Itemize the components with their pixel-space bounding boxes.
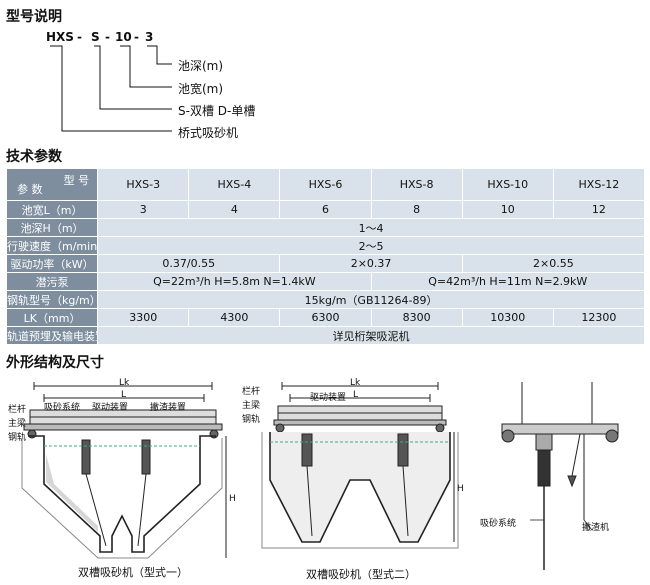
model-header: HXS-12 [552, 168, 646, 201]
cell: Q=42m³/h H=11m N=2.9kW [370, 272, 646, 291]
table-row: 池宽L（m） 3 4 6 8 10 12 [5, 200, 646, 219]
cell: 3 [97, 200, 190, 219]
diagram-one-caption: 双槽吸砂机（型式一） [78, 566, 188, 579]
railing-label: 栏杆 [242, 387, 261, 397]
table-row: 轨道预埋及输电装置 详见桁架吸泥机 [5, 326, 645, 345]
spec-header-row: 型 号 参 数 HXS-3 HXS-4 HXS-6 HXS-8 HXS-10 H… [5, 168, 646, 201]
code-part-type: S [91, 30, 100, 44]
cell: 4 [188, 200, 281, 219]
cell: 6 [279, 200, 372, 219]
rail-label: 钢轨 [8, 433, 27, 443]
cell: 1～4 [97, 218, 645, 237]
legend-machine-name: 桥式吸砂机 [178, 126, 239, 140]
row-label: LK（mm） [5, 308, 99, 327]
model-header: HXS-3 [97, 168, 190, 201]
dim-h-label: H [229, 494, 236, 504]
diagram-type-two [261, 382, 459, 549]
code-dash: - [134, 30, 139, 44]
dim-l-label: L [353, 390, 359, 400]
row-label: 驱动功率（kW） [5, 254, 99, 273]
sand-system-label: 吸砂系统 [44, 403, 81, 413]
skimmer-label: 撇渣装置 [150, 403, 187, 413]
model-header: HXS-10 [461, 168, 554, 201]
row-label: 轨道预埋及输电装置 [5, 326, 99, 345]
cell: 0.37/0.55 [97, 254, 281, 273]
code-part-depth: 3 [145, 30, 154, 44]
table-row: 钢轨型号（kg/m） 15kg/m（GB11264-89） [5, 290, 645, 309]
code-part-series: HXS [46, 30, 74, 44]
code-dash: - [105, 30, 110, 44]
dim-lk-label: Lk [119, 378, 130, 388]
model-desc-heading: 型号说明 [6, 9, 62, 25]
diagram-side-view [501, 382, 619, 570]
cell: 10 [461, 200, 554, 219]
drive-label: 驱动装置 [92, 403, 129, 413]
tech-params-heading: 技术参数 [6, 149, 62, 165]
rail-label: 钢轨 [242, 415, 261, 425]
cell: Q=22m³/h H=5.8m N=1.4kW [97, 272, 372, 291]
row-label: 潜污泵 [5, 272, 99, 291]
main-beam-label: 主梁 [8, 419, 27, 429]
code-dash: - [77, 30, 82, 44]
spec-corner-cell: 型 号 参 数 [5, 168, 99, 201]
dim-lk-label: Lk [350, 378, 361, 388]
legend-width: 池宽(m) [178, 82, 224, 96]
cell: 2×0.55 [461, 254, 646, 273]
cell: 详见桁架吸泥机 [97, 326, 645, 345]
table-row: LK（mm） 3300 4300 6300 8300 10300 12300 [5, 308, 646, 327]
cell: 10300 [461, 308, 554, 327]
cell: 12300 [552, 308, 646, 327]
skimmer-label: 撇渣机 [582, 523, 610, 533]
sand-system-label: 吸砂系统 [480, 519, 517, 529]
model-header: HXS-6 [279, 168, 372, 201]
cell: 3300 [97, 308, 190, 327]
railing-label: 栏杆 [8, 405, 27, 415]
cell: 4300 [188, 308, 281, 327]
table-row: 池深H（m） 1～4 [5, 218, 645, 237]
corner-param-label: 参 数 [17, 183, 43, 196]
code-part-width: 10 [115, 30, 132, 44]
dim-l-label: L [121, 390, 127, 400]
spec-table: 型 号 参 数 HXS-3 HXS-4 HXS-6 HXS-8 HXS-10 H… [5, 168, 646, 345]
row-label: 行驶速度（m/min） [5, 236, 99, 255]
diagram-type-one [21, 382, 227, 559]
legend-depth: 池深(m) [178, 59, 224, 73]
main-beam-label: 主梁 [242, 401, 261, 411]
model-header: HXS-4 [188, 168, 281, 201]
diagram-two-caption: 双槽吸砂机（型式二） [306, 568, 416, 581]
cell: 15kg/m（GB11264-89） [97, 290, 645, 309]
table-row: 驱动功率（kW） 0.37/0.55 2×0.37 2×0.55 [5, 254, 646, 273]
cell: 12 [552, 200, 646, 219]
cell: 6300 [279, 308, 372, 327]
cell: 2～5 [97, 236, 645, 255]
drive-label: 驱动装置 [310, 393, 347, 403]
row-label: 池深H（m） [5, 218, 99, 237]
row-label: 池宽L（m） [5, 200, 99, 219]
structure-heading: 外形结构及尺寸 [6, 355, 104, 371]
table-row: 行驶速度（m/min） 2～5 [5, 236, 645, 255]
table-row: 潜污泵 Q=22m³/h H=5.8m N=1.4kW Q=42m³/h H=1… [5, 272, 646, 291]
legend-trough-type: S-双槽 D-单槽 [178, 104, 256, 118]
dim-h-label: H [457, 484, 464, 494]
cell: 8300 [370, 308, 463, 327]
corner-model-label: 型 号 [63, 174, 90, 187]
cell: 2×0.37 [279, 254, 463, 273]
row-label: 钢轨型号（kg/m） [5, 290, 99, 309]
cell: 8 [370, 200, 463, 219]
model-header: HXS-8 [370, 168, 463, 201]
